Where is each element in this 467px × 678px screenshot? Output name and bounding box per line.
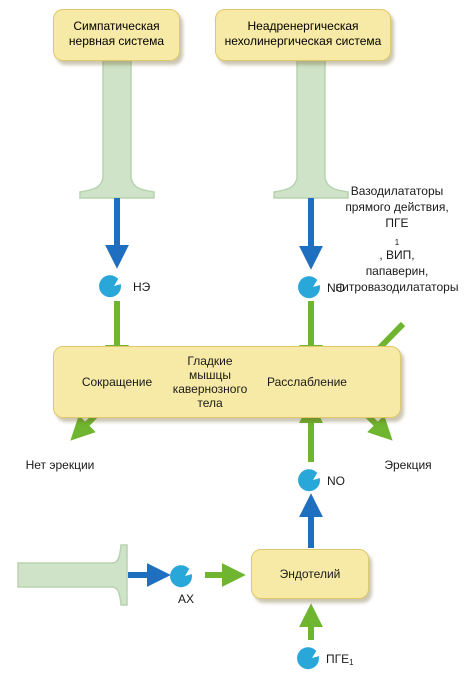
no-receptor-top	[298, 276, 321, 299]
pge1-receptor	[297, 647, 320, 670]
vasodilators-line-3: ПГЕ 1, ВИП,	[330, 215, 464, 263]
no-erection-label: Нет эрекции	[25, 458, 95, 472]
vasodilators-vip: , ВИП,	[379, 248, 415, 262]
ach-receptor	[170, 565, 193, 588]
nanc-line-2: нехолинергическая система	[224, 34, 382, 48]
pge1-bottom-base: ПГЕ	[326, 652, 350, 666]
smooth-muscle-line-1: Гладкие	[187, 354, 233, 368]
nanc-line-1: Неадренергическая	[247, 19, 359, 33]
smooth-muscle-title: Гладкие мышцы кавернозного тела	[160, 354, 260, 410]
no-label-top: NO	[327, 281, 345, 295]
vasodilators-label: Вазодилататоры прямого действия, ПГЕ 1, В…	[330, 183, 464, 295]
vasodilators-pge-sub: 1	[394, 238, 400, 247]
smooth-muscle-line-3: кавернозного	[172, 382, 248, 396]
ne-receptor	[99, 275, 122, 298]
smooth-muscle-line-2: мышцы	[189, 368, 231, 382]
contraction-label: Сокращение	[81, 375, 153, 389]
smooth-muscle-line-4: тела	[197, 396, 223, 410]
vasodilators-line-4: папаверин,	[365, 264, 429, 278]
sympathetic-nerve-terminal	[79, 57, 155, 199]
vasodilators-line-1: Вазодилататоры	[350, 184, 444, 198]
vasodilators-line-5: нитровазодилататоры	[335, 280, 459, 294]
relaxation-label: Расслабление	[267, 375, 347, 389]
no-label-mid: NO	[327, 474, 345, 488]
sympathetic-line-1: Симпатическая	[73, 19, 160, 33]
pge1-bottom-label: ПГЕ1	[326, 652, 354, 667]
sympathetic-system-box: Симпатическая нервная система	[53, 9, 180, 61]
endothelium-label: Эндотелий	[279, 567, 341, 581]
no-receptor-mid	[298, 469, 321, 492]
sympathetic-line-2: нервная система	[68, 34, 165, 48]
cholinergic-nerve-terminal	[17, 544, 128, 606]
ne-label: НЭ	[133, 280, 151, 294]
endothelium-box	[251, 549, 369, 599]
nanc-nerve-terminal	[273, 57, 349, 199]
pge1-bottom-sub: 1	[349, 658, 354, 667]
nanc-system-box: Неадренергическая нехолинергическая сист…	[215, 9, 391, 61]
vasodilators-line-2: прямого действия,	[345, 200, 449, 214]
smooth-muscle-box	[53, 346, 401, 418]
vasodilators-pge-base: ПГЕ	[385, 216, 409, 230]
erection-label: Эрекция	[384, 458, 432, 472]
ach-label: АХ	[177, 592, 194, 606]
